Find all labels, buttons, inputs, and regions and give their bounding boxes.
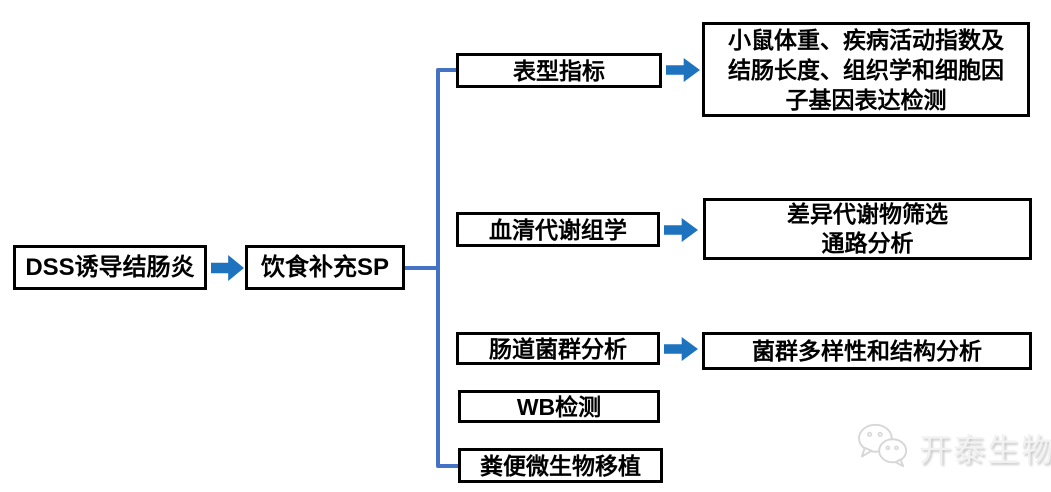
result-metabolite-analysis: 差异代谢物筛选 通路分析 <box>703 198 1032 260</box>
node-serum-metabolomics: 血清代谢组学 <box>456 212 660 247</box>
connector-top-elbow <box>438 68 457 72</box>
node-fecal-microbiota-transplant-label: 粪便微生物移植 <box>480 452 641 479</box>
flow-arrow-icon <box>666 58 700 82</box>
wechat-icon <box>855 420 913 475</box>
result-phenotype-measurements: 小鼠体重、疾病活动指数及 结肠长度、组织学和细胞因 子基因表达检测 <box>702 22 1030 117</box>
watermark: 开泰生物 <box>855 420 1051 475</box>
node-gut-microbiota-analysis: 肠道菌群分析 <box>456 332 660 365</box>
connector-feed-line <box>405 266 438 270</box>
result-microbiota-diversity: 菌群多样性和结构分析 <box>702 332 1032 370</box>
result-microbiota-diversity-label: 菌群多样性和结构分析 <box>752 338 982 364</box>
flow-arrow-icon <box>664 218 698 242</box>
node-wb-detection: WB检测 <box>458 390 660 423</box>
connector-vertical-line <box>436 68 440 468</box>
node-sp-supplement-label: 饮食补充SP <box>260 253 389 281</box>
result-metabolite-line-1: 差异代谢物筛选 <box>787 201 948 227</box>
result-phenotype-line-2: 结肠长度、组织学和细胞因 <box>728 56 1004 83</box>
node-gut-microbiota-analysis-label: 肠道菌群分析 <box>489 335 627 362</box>
node-phenotype-indicators: 表型指标 <box>456 53 662 88</box>
node-wb-detection-label: WB检测 <box>516 393 602 420</box>
result-metabolite-line-2: 通路分析 <box>821 230 914 256</box>
result-phenotype-line-3: 子基因表达检测 <box>785 86 947 113</box>
result-phenotype-line-1: 小鼠体重、疾病活动指数及 <box>728 26 1004 53</box>
node-phenotype-indicators-label: 表型指标 <box>513 57 605 84</box>
node-dss-colitis: DSS诱导结肠炎 <box>13 245 207 290</box>
flow-arrow-icon <box>664 337 698 361</box>
node-fecal-microbiota-transplant: 粪便微生物移植 <box>458 448 663 483</box>
flow-arrow-icon <box>211 255 244 281</box>
connector-bottom-elbow <box>438 464 459 468</box>
node-sp-supplement: 饮食补充SP <box>245 245 405 290</box>
watermark-text: 开泰生物 <box>919 431 1051 468</box>
node-serum-metabolomics-label: 血清代谢组学 <box>489 216 627 243</box>
node-dss-colitis-label: DSS诱导结肠炎 <box>25 253 195 281</box>
